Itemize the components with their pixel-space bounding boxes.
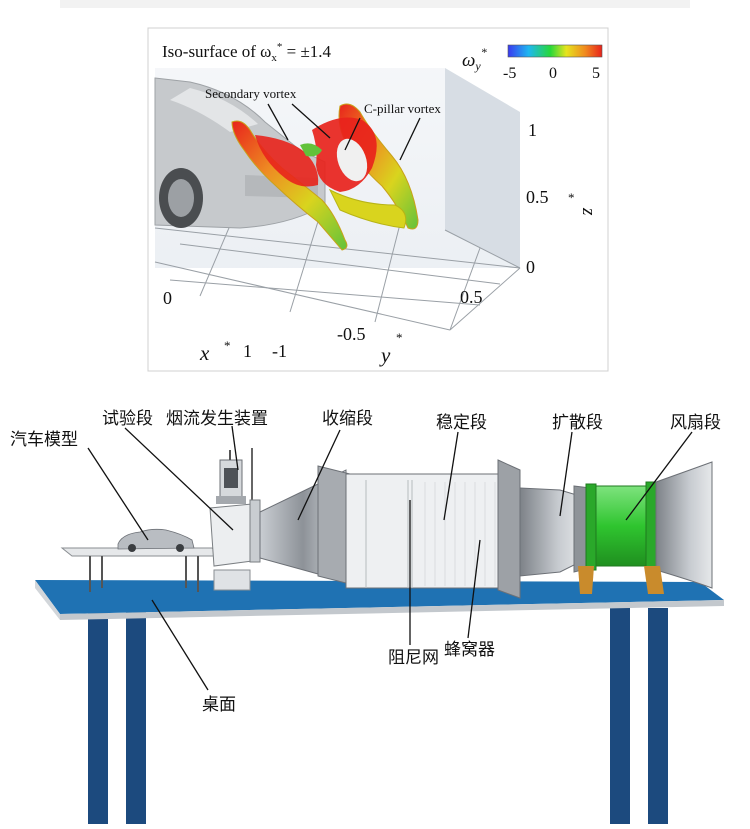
colorbar-label: ωy* <box>462 45 487 73</box>
label-honeycomb: 蜂窝器 <box>444 640 495 660</box>
table-edge <box>35 580 60 620</box>
label-car-model: 汽车模型 <box>10 430 78 450</box>
table-top <box>35 580 724 614</box>
y-sup: * <box>396 330 403 345</box>
y-tick: 0.5 <box>460 287 483 307</box>
colorbar <box>507 44 603 58</box>
x-tick: 1 <box>243 341 252 361</box>
top-strip <box>60 0 690 8</box>
fan-section <box>578 461 713 594</box>
label-smoke-generator: 烟流发生装置 <box>166 409 268 429</box>
colorbar-tick: 0 <box>549 65 557 82</box>
x-tick: 0 <box>163 288 172 308</box>
smoke-generator <box>216 448 253 504</box>
plot-side-wall <box>445 68 520 268</box>
settling-flange <box>497 459 521 599</box>
vortex-surfaces <box>231 103 419 251</box>
table-front <box>60 600 724 620</box>
annotation-leaders <box>267 103 421 161</box>
x-label: x <box>199 341 210 365</box>
label-diffuser: 扩散段 <box>552 413 603 433</box>
table-legs <box>88 608 668 824</box>
label-table: 桌面 <box>202 695 236 715</box>
label-test-section: 试验段 <box>102 409 153 429</box>
settling-section <box>345 459 521 599</box>
floor-grid <box>154 201 521 331</box>
annotation-c-pillar-vortex: C-pillar vortex <box>364 101 441 116</box>
y-tick: -1 <box>272 341 287 361</box>
label-settling: 稳定段 <box>436 413 487 433</box>
label-damping-screen: 阻尼网 <box>388 648 439 668</box>
z-label: z <box>578 207 599 216</box>
z-tick: 1 <box>528 120 537 140</box>
car-model <box>117 528 195 552</box>
control-box <box>213 569 251 591</box>
y-tick: -0.5 <box>337 324 366 344</box>
vorticity-plot: Secondary vortex C-pillar vortex Iso-sur… <box>147 27 609 372</box>
x-sup: * <box>224 338 231 353</box>
z-tick: 0.5 <box>526 187 549 207</box>
wind-tunnel-diagram: 汽车模型 试验段 烟流发生装置 收缩段 稳定段 扩散段 风扇段 阻尼网 蜂窝器 … <box>10 409 724 824</box>
label-fan: 风扇段 <box>670 413 721 433</box>
annotation-secondary-vortex: Secondary vortex <box>205 86 297 101</box>
z-tick: 0 <box>526 257 535 277</box>
label-contraction: 收缩段 <box>322 409 373 429</box>
plot-title: Iso-surface of ωx* = ±1.4 <box>162 41 332 64</box>
colorbar-tick: -5 <box>503 65 516 82</box>
y-label: y <box>379 343 391 367</box>
leader-lines <box>87 425 693 691</box>
colorbar-tick: 5 <box>592 65 600 82</box>
z-sup: * <box>568 190 575 205</box>
